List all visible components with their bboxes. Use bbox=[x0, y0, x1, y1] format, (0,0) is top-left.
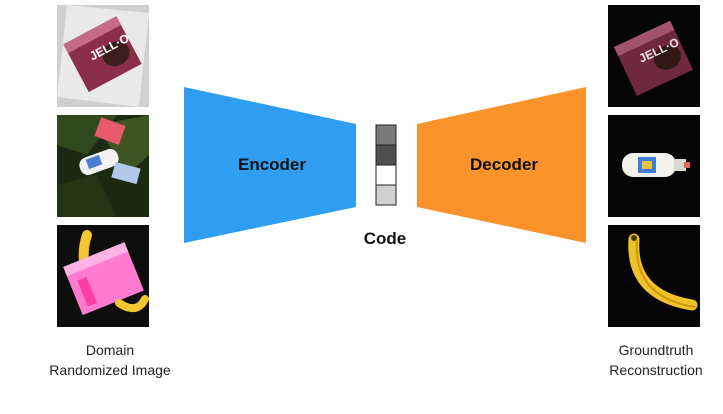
output-caption: Groundtruth Reconstruction bbox=[590, 340, 722, 380]
encoder-block bbox=[184, 87, 356, 243]
output-image-banana bbox=[608, 225, 700, 327]
encoder-label: Encoder bbox=[237, 155, 307, 174]
input-image-bottle-clutter bbox=[57, 115, 149, 217]
input-image-jello: JELL·O bbox=[57, 5, 149, 107]
code-vector bbox=[375, 124, 397, 206]
code-cell bbox=[375, 184, 397, 206]
code-label: Code bbox=[363, 229, 407, 248]
decoder-label: Decoder bbox=[469, 155, 539, 174]
input-caption: Domain Randomized Image bbox=[30, 340, 190, 380]
code-cell bbox=[375, 144, 397, 166]
input-caption-line-1: Domain bbox=[85, 342, 135, 358]
decoder-block bbox=[417, 87, 586, 243]
code-cell bbox=[375, 164, 397, 186]
input-image-box-banana bbox=[57, 225, 149, 327]
output-image-bottle bbox=[608, 115, 700, 217]
input-caption-line-2: Randomized Image bbox=[49, 362, 171, 378]
output-image-jello: JELL·O bbox=[608, 5, 700, 107]
output-caption-line-2: Reconstruction bbox=[609, 362, 703, 378]
code-cell bbox=[375, 124, 397, 146]
output-caption-line-1: Groundtruth bbox=[618, 342, 694, 358]
